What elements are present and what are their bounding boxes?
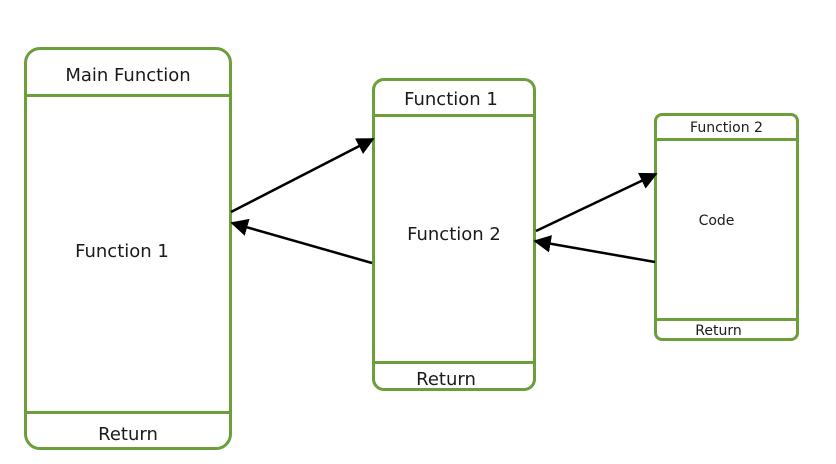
function2-footer-divider <box>657 318 796 321</box>
main-function-header: Main Function <box>65 65 191 86</box>
main-function-footer-divider <box>27 411 229 414</box>
function1-header-divider <box>375 114 533 117</box>
function1-header: Function 1 <box>404 89 498 110</box>
function2-header-divider <box>657 138 796 141</box>
arrow-function2-return-to-function1 <box>533 235 656 264</box>
function1-footer: Return <box>416 369 476 390</box>
function1-body: Function 2 <box>407 224 501 245</box>
main-function-header-divider <box>27 94 229 97</box>
function2-footer: Return <box>695 323 742 339</box>
function1-footer-divider <box>375 361 533 364</box>
arrow-function1-return-to-main <box>230 218 373 265</box>
function2-body: Code <box>698 213 735 229</box>
function2-header: Function 2 <box>690 120 763 136</box>
function1-box: Function 1 Function 2 Return <box>372 78 536 391</box>
arrow-main-to-function1 <box>230 137 375 214</box>
main-function-box: Main Function Function 1 Return <box>24 47 232 450</box>
main-function-footer: Return <box>98 424 158 445</box>
function2-box: Function 2 Code Return <box>654 113 799 341</box>
main-function-body: Function 1 <box>75 241 169 262</box>
